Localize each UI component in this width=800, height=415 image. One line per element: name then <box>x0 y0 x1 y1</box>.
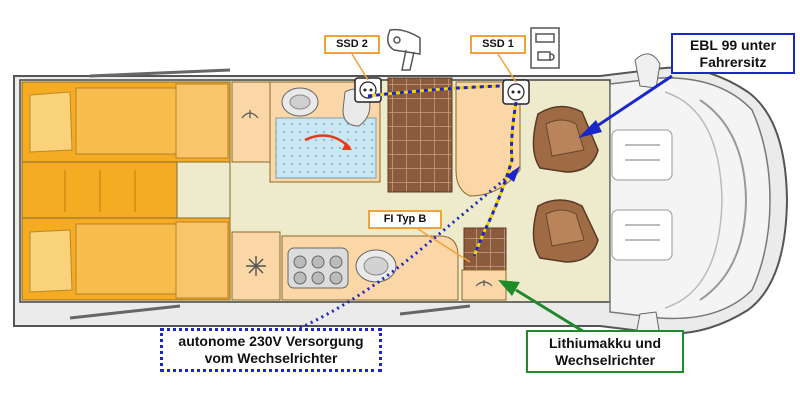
hanger-icon <box>241 110 259 119</box>
entry-steps <box>69 68 471 320</box>
cabinets <box>231 81 281 301</box>
autonom-arrowhead <box>506 166 520 182</box>
socket-icon <box>502 79 530 105</box>
autonom-label-line1: autonome 230V Versorgung <box>178 333 364 350</box>
ebl-label: EBL 99 unter Fahrersitz <box>671 33 795 74</box>
autonom-label-line2: vom Wechselrichter <box>204 350 338 366</box>
ebl-label-line1: EBL 99 unter <box>689 36 777 53</box>
hair-dryer-icon <box>387 28 421 71</box>
autonom-label: autonome 230V Versorgung vom Wechselrich… <box>160 328 382 372</box>
ebl-arrow <box>578 74 673 138</box>
socket-icon <box>354 77 382 103</box>
lithium-label-line2: Wechselrichter <box>554 351 656 368</box>
lithium-label: Lithiumakku und Wechselrichter <box>526 330 684 373</box>
rear-beds <box>21 81 231 301</box>
ssd2-label: SSD 2 <box>324 35 380 54</box>
hanger-icon <box>475 280 493 287</box>
ssd1-label: SSD 1 <box>470 35 526 54</box>
tiled-cabinets <box>387 77 507 271</box>
wiring-230v <box>367 84 518 257</box>
label-connectors <box>351 53 517 263</box>
snowflake-icon <box>246 256 266 276</box>
swivel-seats <box>532 105 599 263</box>
bathroom <box>269 81 381 183</box>
coffee-machine-icon <box>530 27 560 69</box>
lithium-label-line1: Lithiumakku und <box>549 334 661 351</box>
ebl-label-line2: Fahrersitz <box>699 53 767 70</box>
kitchen <box>281 235 507 301</box>
fi-typ-b-label: FI Typ B <box>368 210 442 229</box>
